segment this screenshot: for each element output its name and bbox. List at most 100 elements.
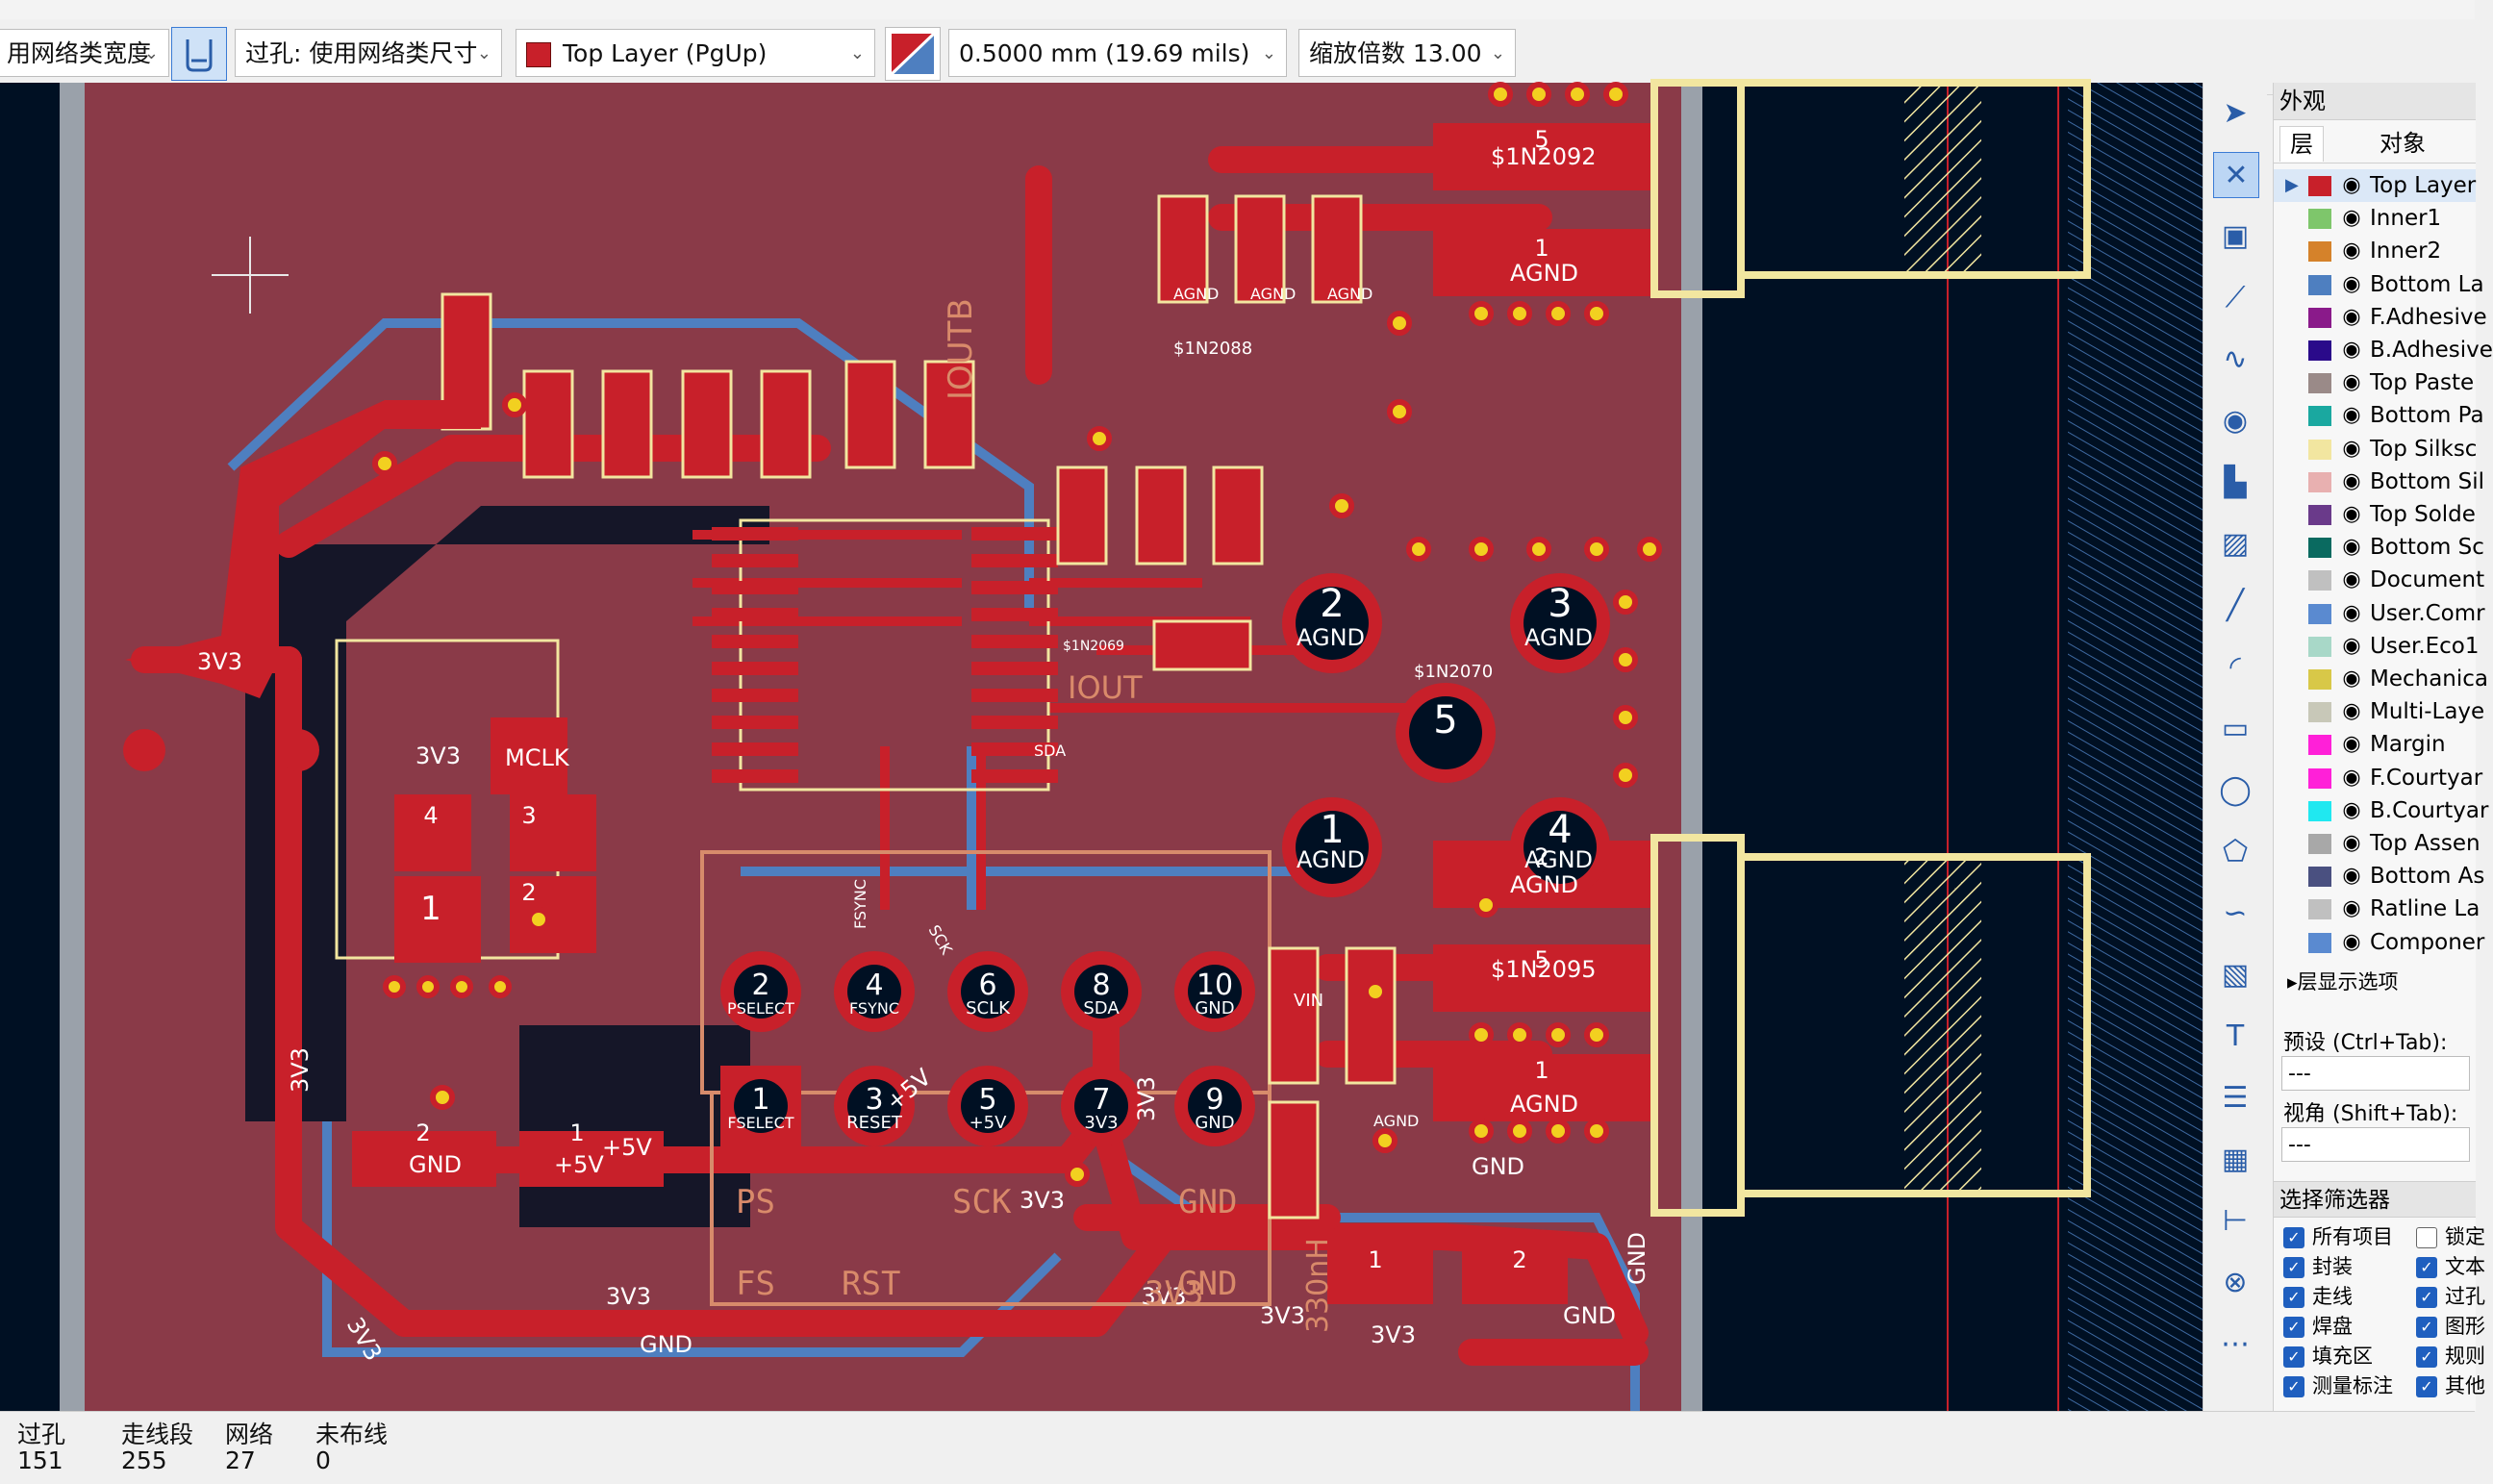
eye-icon[interactable]: ◉ [2342, 535, 2361, 560]
eye-icon[interactable]: ◉ [2342, 600, 2361, 625]
layer-row[interactable]: ◉Bottom La [2274, 268, 2484, 301]
ic-footprint[interactable] [739, 518, 1050, 792]
layer-display-options[interactable]: ▸层显示选项 [2274, 966, 2476, 998]
via-size-select[interactable]: 过孔: 使用网络类尺寸⌄ [235, 29, 502, 77]
layer-row[interactable]: ◉Bottom Pa [2274, 399, 2484, 432]
eye-icon[interactable]: ◉ [2342, 864, 2361, 889]
grid-select[interactable]: 0.5000 mm (19.69 mils)⌄ [948, 29, 1287, 77]
select-tool-button[interactable]: ➤ [2213, 90, 2257, 135]
layer-row[interactable]: ◉Bottom Sil [2274, 465, 2484, 498]
track-width-select[interactable]: 用网络类宽度⌄ [0, 29, 169, 77]
layer-row[interactable]: ◉Document [2274, 564, 2484, 596]
layer-row[interactable]: ◉Bottom Sc [2274, 531, 2484, 564]
line-tool-button[interactable]: ╱ [2213, 583, 2257, 627]
filter-checkbox[interactable]: ✓规则 [2416, 1343, 2485, 1370]
vias[interactable] [372, 82, 1662, 1187]
eye-icon[interactable]: ◉ [2342, 896, 2361, 921]
eye-icon[interactable]: ◉ [2342, 271, 2361, 296]
eye-icon[interactable]: ◉ [2342, 502, 2361, 526]
eye-icon[interactable]: ◉ [2342, 797, 2361, 822]
via-tool-button[interactable]: ◉ [2213, 398, 2257, 442]
layer-color-swatch[interactable] [2308, 439, 2331, 460]
layer-pair-button[interactable] [885, 27, 941, 81]
layer-row[interactable]: ◉Top Silksc [2274, 433, 2477, 465]
filter-checkbox[interactable]: 锁定 [2416, 1223, 2485, 1250]
zone-fill-tool-button[interactable]: ▙ [2213, 460, 2257, 504]
zoom-select[interactable]: 缩放倍数 13.00⌄ [1298, 29, 1516, 77]
layer-color-swatch[interactable] [2308, 176, 2331, 196]
layer-color-swatch[interactable] [2308, 241, 2331, 263]
eye-icon[interactable]: ◉ [2342, 567, 2361, 592]
layer-row[interactable]: ◉Top Assen [2274, 827, 2480, 860]
filter-checkbox[interactable]: ✓文本 [2416, 1253, 2485, 1280]
filter-checkbox[interactable]: ✓填充区 [2283, 1343, 2373, 1370]
curve-tool-button[interactable]: ∽ [2213, 891, 2257, 935]
filter-checkbox[interactable]: ✓焊盘 [2283, 1313, 2353, 1340]
text-tool-button[interactable]: T [2213, 1014, 2257, 1058]
footprint-tool-button[interactable]: ▣ [2213, 214, 2257, 258]
zone-tool-button[interactable]: ▨ [2213, 521, 2257, 566]
layer-row[interactable]: ◉Inner1 [2274, 202, 2476, 235]
eye-icon[interactable]: ◉ [2342, 436, 2361, 461]
arc-tool-button[interactable]: ◜ [2213, 644, 2257, 689]
sma-connector-top[interactable] [1650, 79, 2091, 298]
layer-color-swatch[interactable] [2308, 867, 2331, 888]
layer-color-swatch[interactable] [2308, 340, 2331, 361]
pcb-drawing[interactable]: 3V3 3V3 3V3 3V3 3V3 3V3 3V3 3V3 3V3 GND … [0, 79, 2203, 1411]
layer-color-swatch[interactable] [2308, 702, 2331, 723]
layer-color-swatch[interactable] [2308, 767, 2331, 789]
eye-icon[interactable]: ◉ [2342, 633, 2361, 658]
table-tool-button[interactable]: ▦ [2213, 1137, 2257, 1181]
passive-components[interactable] [441, 194, 1397, 1220]
active-layer-select[interactable]: Top Layer (PgUp)⌄ [516, 29, 875, 77]
filter-checkbox[interactable]: ✓走线 [2283, 1283, 2353, 1310]
circle-tool-button[interactable]: ◯ [2213, 767, 2257, 812]
eye-icon[interactable]: ◉ [2342, 206, 2361, 231]
eye-icon[interactable]: ◉ [2342, 468, 2361, 493]
layer-row[interactable]: ◉B.Courtyar [2274, 794, 2488, 827]
sma-connector-bottom[interactable] [1650, 834, 2091, 1217]
layer-row[interactable]: ◉F.Courtyar [2274, 762, 2482, 794]
layer-color-swatch[interactable] [2308, 505, 2331, 525]
meander-tool-button[interactable]: ∿ [2213, 337, 2257, 381]
viewport-select[interactable]: --- [2281, 1127, 2470, 1162]
layer-row[interactable]: ◉User.Comr [2274, 597, 2485, 630]
rect-tool-button[interactable]: ▭ [2213, 706, 2257, 750]
layer-row[interactable]: ◉Componer [2274, 926, 2484, 959]
layer-row[interactable]: ◉Multi-Laye [2274, 695, 2484, 728]
textbox-tool-button[interactable]: ☰ [2213, 1075, 2257, 1119]
eye-icon[interactable]: ◉ [2342, 370, 2361, 395]
preset-select[interactable]: --- [2281, 1056, 2470, 1091]
eye-icon[interactable]: ◉ [2342, 239, 2361, 264]
layer-color-swatch[interactable] [2308, 538, 2331, 559]
layer-row[interactable]: ◉Mechanica [2274, 663, 2488, 695]
layer-color-swatch[interactable] [2308, 307, 2331, 328]
layer-row[interactable]: ◉Top Solde [2274, 498, 2476, 531]
layer-color-swatch[interactable] [2308, 471, 2331, 492]
filter-checkbox[interactable]: ✓封装 [2283, 1253, 2353, 1280]
layer-row[interactable]: ◉Top Paste [2274, 366, 2476, 399]
layer-row[interactable]: ◉Bottom As [2274, 860, 2484, 893]
layer-color-swatch[interactable] [2308, 406, 2331, 427]
eye-icon[interactable]: ◉ [2342, 831, 2361, 855]
layer-row[interactable]: ▶◉Top Layer [2274, 169, 2476, 202]
grid-tool-button[interactable]: ⋯ [2213, 1321, 2257, 1366]
layer-color-swatch[interactable] [2308, 899, 2331, 920]
auto-track-width-button[interactable] [171, 27, 227, 81]
layer-color-swatch[interactable] [2308, 932, 2331, 953]
filter-checkbox[interactable]: ✓图形 [2416, 1313, 2485, 1340]
filter-checkbox[interactable]: ✓其他 [2416, 1372, 2485, 1399]
eye-icon[interactable]: ◉ [2342, 667, 2361, 691]
eye-icon[interactable]: ◉ [2342, 929, 2361, 954]
track-tool-button[interactable]: ⟋ [2213, 275, 2257, 319]
layer-color-swatch[interactable] [2308, 209, 2331, 230]
eye-icon[interactable]: ◉ [2342, 699, 2361, 724]
layer-row[interactable]: ◉B.Adhesive [2274, 334, 2493, 366]
through-hole-pads[interactable] [123, 573, 1610, 1146]
eye-icon[interactable]: ◉ [2342, 304, 2361, 329]
layer-row[interactable]: ◉Ratline La [2274, 893, 2480, 925]
delete-tool-button[interactable]: ⊗ [2213, 1260, 2257, 1304]
eye-icon[interactable]: ◉ [2342, 765, 2361, 790]
tab-objects[interactable]: 对象 [2380, 130, 2426, 157]
eye-icon[interactable]: ◉ [2342, 338, 2361, 362]
